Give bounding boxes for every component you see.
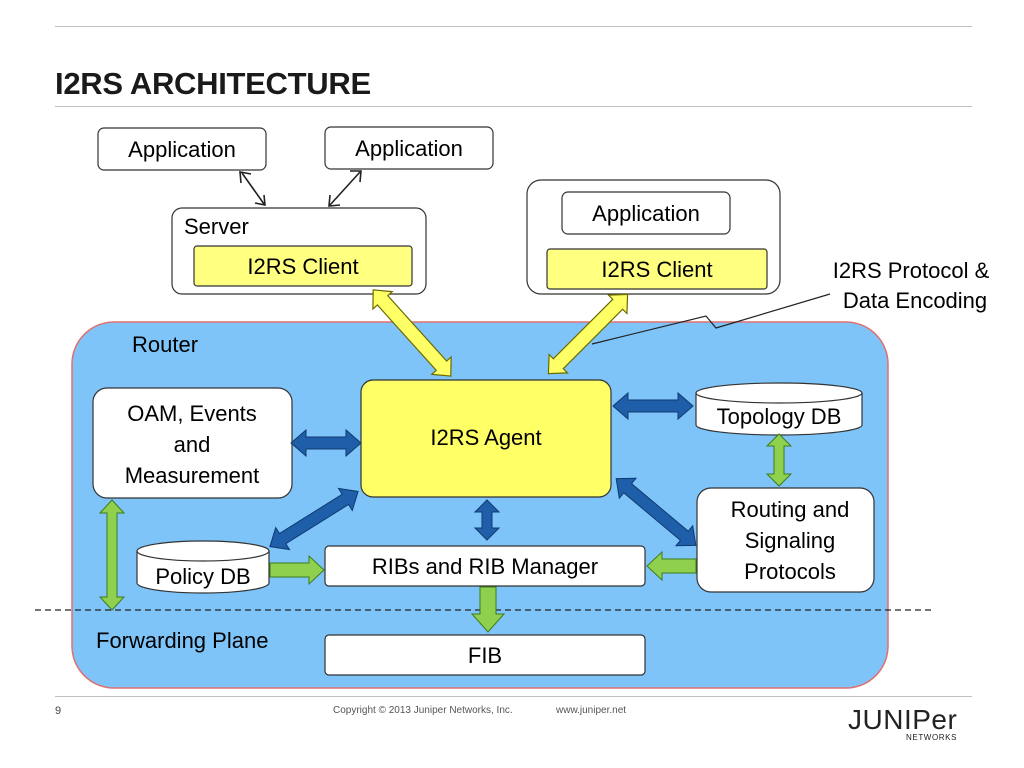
slide-title: I2RS ARCHITECTURE [55,66,371,101]
svg-text:I2RS Client: I2RS Client [601,257,712,282]
svg-text:Policy DB: Policy DB [155,564,250,589]
i2rs-agent-box: I2RS Agent [360,379,612,498]
application-box-right: Application [561,191,731,235]
router-label: Router [132,332,198,357]
juniper-logo-wordmark: JUNIPer [848,704,958,735]
svg-text:I2RS Agent: I2RS Agent [430,425,541,450]
svg-text:OAM, Events: OAM, Events [127,401,257,426]
svg-text:Measurement: Measurement [125,463,260,488]
svg-text:Data Encoding: Data Encoding [843,288,987,313]
application-box-left: Application [97,127,267,171]
policy-db-cylinder: Policy DB [136,540,270,594]
protocol-callout: I2RS Protocol & Data Encoding [591,258,990,345]
app-server-arrow-right [328,170,362,207]
oam-box: OAM, Events and Measurement [92,387,293,499]
topology-routing-arrow [765,433,793,487]
agent-routing-arrow [615,477,697,547]
policy-ribs-arrow [269,554,325,586]
protocol-arrow-left [372,289,452,377]
protocol-arrow-right [547,293,629,375]
footer-rule [55,696,972,697]
svg-text:I2RS Client: I2RS Client [247,254,358,279]
svg-text:I2RS Protocol &: I2RS Protocol & [833,258,990,283]
svg-text:FIB: FIB [468,643,502,668]
svg-text:Routing and: Routing and [731,497,850,522]
svg-text:Application: Application [128,137,236,162]
app-server-arrow-left [239,171,266,206]
top-rule [55,26,972,27]
ribs-fib-arrow [470,586,506,633]
svg-text:Application: Application [592,201,700,226]
page-number: 9 [55,705,62,717]
juniper-logo-sub: NETWORKS [906,733,958,742]
fib-box: FIB [324,634,646,676]
routing-signaling-box: Routing and Signaling Protocols [696,487,875,593]
oam-forwarding-arrow [98,499,126,611]
svg-text:Signaling: Signaling [745,528,836,553]
application-box-middle: Application [324,126,494,170]
svg-text:and: and [174,432,211,457]
agent-topology-arrow [612,391,694,421]
topology-db-cylinder: Topology DB [695,382,863,436]
i2rs-client-right: I2RS Client [546,248,768,290]
ribs-box: RIBs and RIB Manager [324,545,646,587]
i2rs-client-left: I2RS Client [193,245,413,287]
forwarding-plane-label: Forwarding Plane [96,628,268,653]
agent-ribs-arrow [473,499,501,541]
agent-oam-arrow [290,428,362,458]
copyright-text: Copyright © 2013 Juniper Networks, Inc. [333,705,513,716]
svg-text:Protocols: Protocols [744,559,836,584]
website-text: www.juniper.net [556,705,627,716]
architecture-diagram: Router Forwarding Plane Application Appl… [35,126,990,689]
svg-text:RIBs and RIB Manager: RIBs and RIB Manager [372,554,598,579]
agent-policy-arrow [269,487,359,551]
svg-text:Topology DB: Topology DB [717,404,842,429]
svg-text:Application: Application [355,136,463,161]
svg-text:Server: Server [184,214,249,239]
title-rule [55,106,972,107]
routing-ribs-arrow [646,550,697,582]
